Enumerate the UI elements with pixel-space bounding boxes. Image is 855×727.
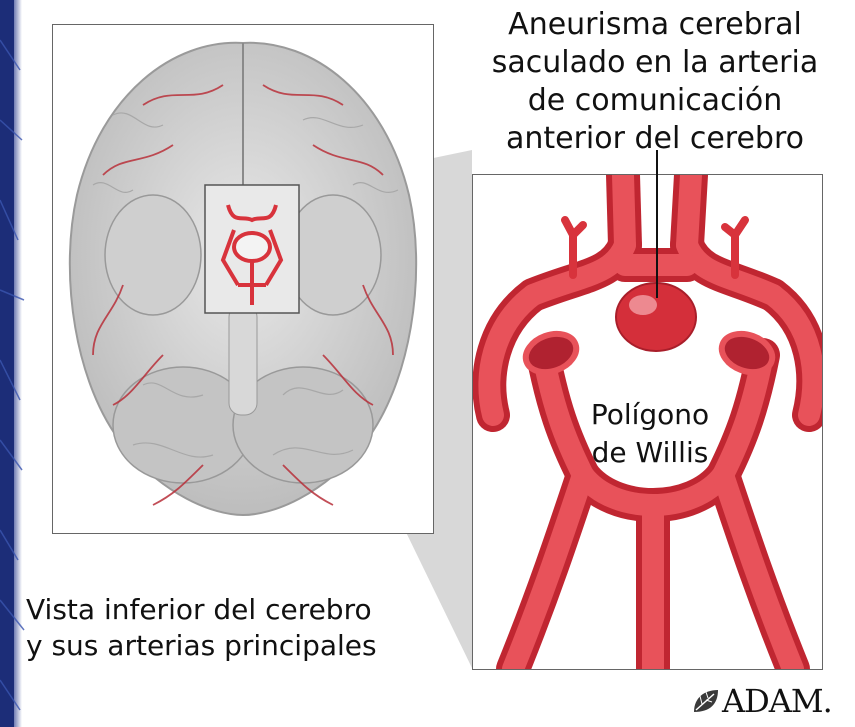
adam-logo-text: ADAM. (722, 682, 832, 720)
brain-view-caption-line-2: y sus arterias principales (26, 628, 446, 664)
aneurysm-leader-line (656, 150, 658, 298)
brain-view-caption-line-1: Vista inferior del cerebro (26, 592, 446, 628)
leaf-icon (690, 686, 722, 716)
brain-inferior-view-panel (52, 24, 434, 534)
circle-of-willis-label: Polígono de Willis (560, 396, 740, 472)
brain-illustration (53, 25, 433, 533)
circle-of-willis-label-line-2: de Willis (560, 434, 740, 472)
adam-logo: ADAM. (690, 683, 832, 719)
brain-view-caption: Vista inferior del cerebro y sus arteria… (26, 592, 446, 664)
circle-of-willis-label-line-1: Polígono (560, 396, 740, 434)
